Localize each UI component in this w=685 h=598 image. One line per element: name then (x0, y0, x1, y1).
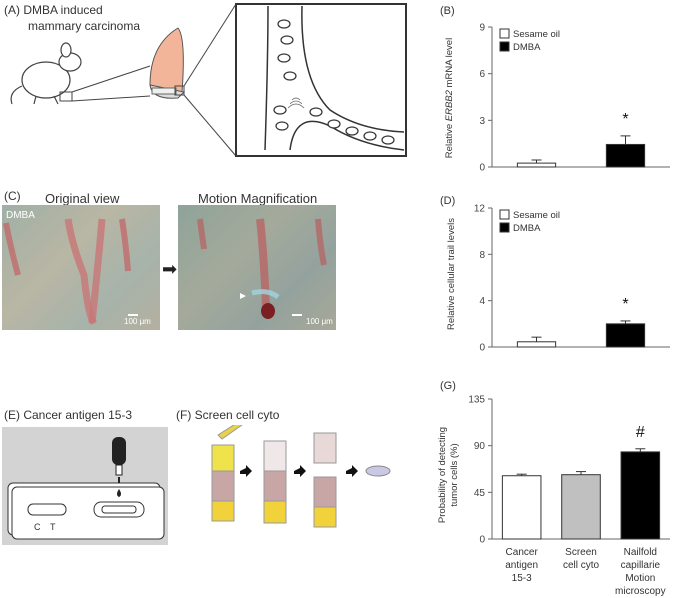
chart-g-panel-label: (G) (440, 380, 456, 392)
legend-swatch (499, 222, 510, 233)
capillary-zoom-box (235, 3, 407, 157)
legend-label: Sesame oil (513, 29, 560, 40)
chart-d-panel-label: (D) (440, 195, 455, 207)
bar (620, 451, 661, 540)
y-tick-label: 3 (479, 116, 485, 127)
scale-bar-label-right: 100 μm (306, 317, 333, 326)
svg-text:C: C (34, 522, 41, 532)
chart-g-ylabel-line2: tumor cells (%) (449, 443, 460, 506)
y-tick-label: 12 (474, 204, 486, 215)
cancer-antigen-illustration: C T (2, 427, 168, 545)
chart-b-panel-label: (B) (440, 5, 455, 17)
x-tick-label: cell cyto (563, 560, 600, 571)
legend-label: DMBA (513, 223, 541, 234)
x-tick-label: microscopy (615, 586, 666, 597)
y-tick-label: 9 (479, 23, 485, 34)
svg-text:T: T (50, 522, 56, 532)
panel-c-label: (C) (4, 189, 21, 203)
legend-swatch (499, 28, 510, 39)
chart-b: (B) Relative ERBB2 mRNA level 0 3 6 9 * Sesam… (440, 5, 670, 174)
bar (516, 341, 557, 348)
legend-label: DMBA (513, 42, 541, 53)
panel-c-title-right: Motion Magnification (198, 191, 318, 206)
x-tick-label: Cancer (506, 547, 539, 558)
legend-label: Sesame oil (513, 210, 560, 221)
panel-e-title: (E) Cancer antigen 15-3 (4, 408, 133, 422)
y-tick-label: 6 (479, 69, 485, 80)
bar (501, 475, 542, 540)
chart-d: (D) Relative cellular trail levels 0 4 8 12… (440, 195, 670, 354)
y-tick-label: 135 (468, 395, 485, 406)
chart-d-ylabel: Relative cellular trail levels (446, 218, 457, 330)
y-tick-label: 90 (474, 441, 486, 452)
panel-a-illustration (10, 3, 407, 157)
chart-g: (G) Probability of detecting tumor cells… (437, 380, 670, 597)
panel-a-subtitle: mammary carcinoma (28, 19, 141, 33)
screen-cell-cyto-illustration (211, 425, 391, 528)
legend-swatch (499, 209, 510, 220)
arrow-right-icon: ➡ (162, 259, 178, 279)
bar (605, 143, 646, 168)
panel-f-title: (F) Screen cell cyto (176, 408, 280, 422)
panel-c-title-left: Original view (45, 191, 120, 206)
x-tick-label: Nailfold (624, 547, 657, 558)
y-tick-label: 0 (479, 343, 485, 354)
dmba-overlay-label: DMBA (6, 210, 35, 221)
x-tick-label: antigen (505, 560, 538, 571)
y-tick-label: 0 (479, 535, 485, 546)
bar (561, 474, 601, 540)
mouse-icon (10, 42, 82, 105)
x-tick-label: 15-3 (512, 573, 532, 584)
y-tick-label: 0 (479, 163, 485, 174)
significance-marker: * (622, 296, 628, 313)
x-tick-label: capillarie (621, 560, 661, 571)
chart-b-ylabel: Relative ERBB2 mRNA level (444, 38, 455, 158)
x-tick-label: Screen (565, 547, 597, 558)
bar (605, 323, 646, 348)
y-tick-label: 4 (479, 296, 485, 307)
legend-swatch (499, 41, 510, 52)
original-view-image: DMBA 100 μm (2, 205, 160, 330)
panel-a-title: (A) DMBA induced (4, 3, 103, 17)
finger-icon (149, 27, 186, 99)
significance-marker: # (636, 424, 645, 441)
y-tick-label: 45 (474, 488, 486, 499)
bar (516, 162, 557, 168)
y-tick-label: 8 (479, 250, 485, 261)
significance-marker: * (622, 111, 628, 128)
motion-magnification-image: 100 μm (178, 205, 336, 330)
x-tick-label: Motion (625, 573, 655, 584)
chart-g-ylabel-line1: Probability of detecting (437, 427, 448, 523)
scale-bar-label-left: 100 μm (124, 317, 151, 326)
